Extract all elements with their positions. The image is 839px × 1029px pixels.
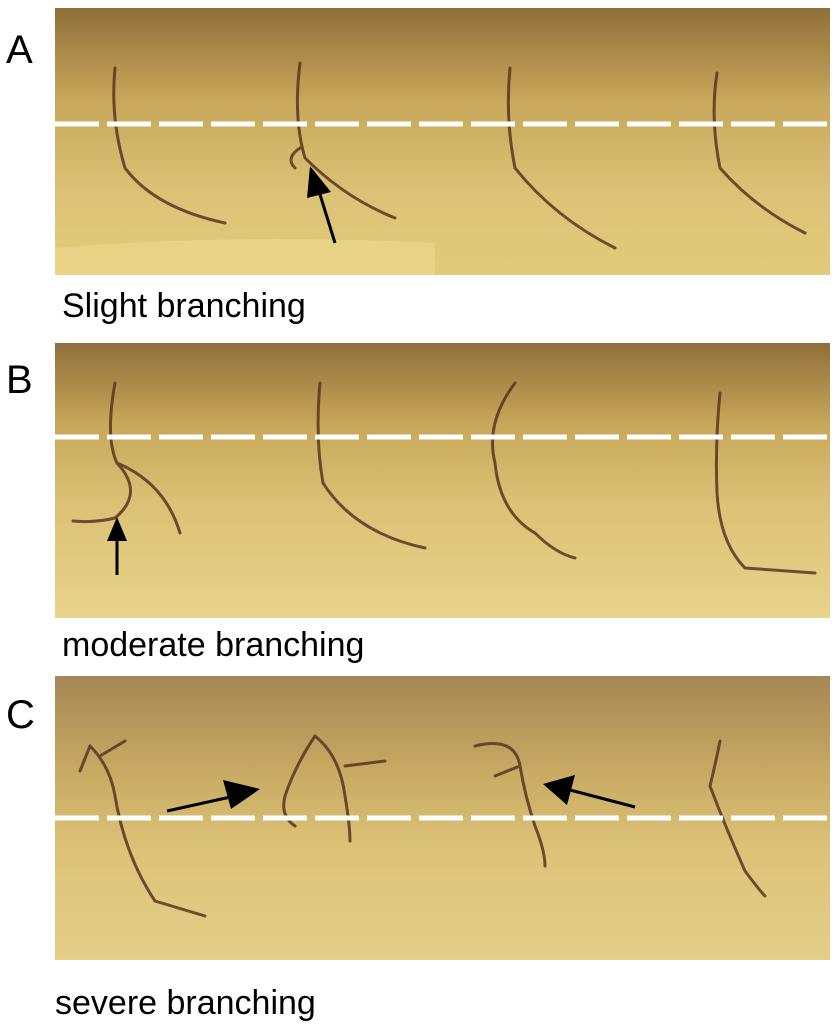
micrograph-a [55,8,830,275]
motor-axon [491,381,577,560]
arrow [543,775,636,809]
tissue-background [55,8,830,275]
motor-axon [283,734,352,843]
tissue-background [55,343,830,618]
motor-axon [71,381,132,524]
micrograph-b [55,343,830,618]
motor-axon [88,744,207,918]
motor-axon [473,742,547,868]
panel-label-a: A [6,28,33,72]
arrow [307,166,337,244]
caption-b: moderate branching [62,626,365,664]
motor-axon [295,61,397,220]
motor-axon [112,66,227,225]
motor-axon [714,391,817,575]
motor-axon [712,71,807,235]
arrow [107,517,127,575]
caption-c: severe branching [55,984,316,1022]
panel-label-b: B [6,358,33,402]
motor-axon [506,66,617,250]
arrow [166,780,260,813]
motor-axon [708,739,767,898]
motor-axon [316,381,427,550]
micrograph-c [55,676,830,960]
caption-a: Slight branching [62,287,306,325]
panel-label-c: C [6,693,35,737]
